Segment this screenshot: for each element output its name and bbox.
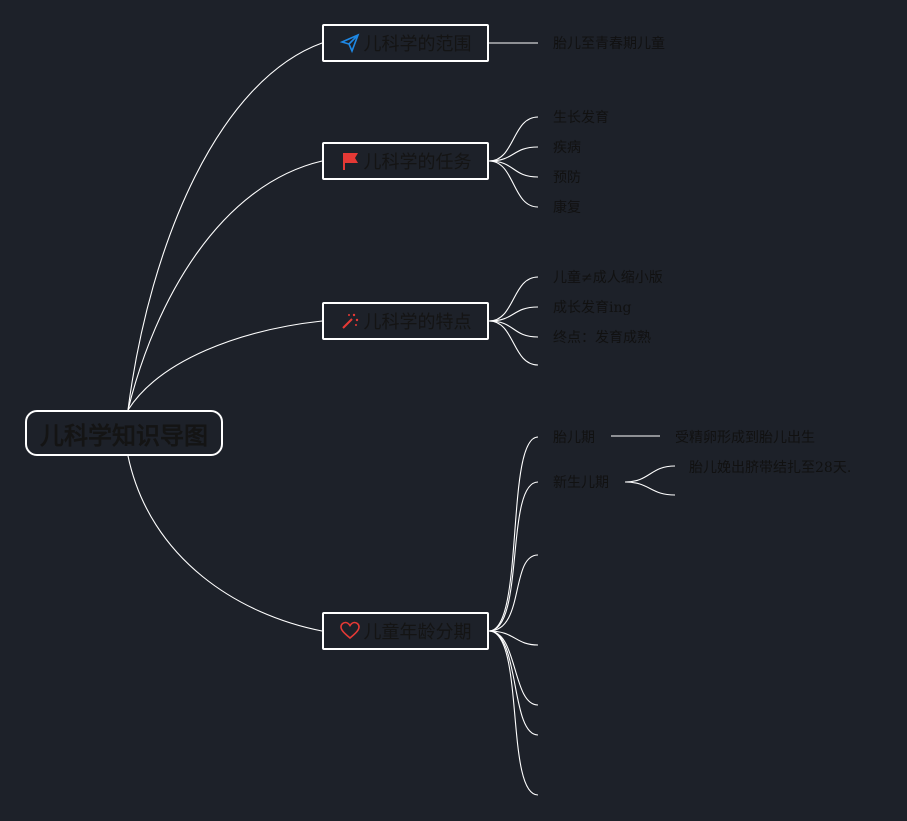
branch-node-age-periods[interactable]: 儿童年龄分期 — [322, 612, 489, 650]
branch-node-scope[interactable]: 儿科学的范围 — [322, 24, 489, 62]
leaf-node[interactable]: 预防 — [553, 170, 581, 186]
connector-newborn-sub1 — [624, 465, 676, 483]
leaf-node[interactable]: 疾病 — [553, 140, 581, 156]
branch-label: 儿科学的特点 — [363, 312, 472, 333]
connector-root-branch3 — [127, 320, 323, 411]
connector-b4-leaf6 — [488, 630, 539, 736]
leaf-node[interactable]: 受精卵形成到胎儿出生 — [675, 430, 815, 446]
leaf-node[interactable]: 生长发育 — [553, 110, 609, 126]
connector-b3-leaf3 — [488, 320, 539, 338]
connector-b3-leaf4 — [488, 320, 539, 366]
connector-b2-leaf1 — [488, 116, 539, 162]
branch-node-tasks[interactable]: 儿科学的任务 — [322, 142, 489, 180]
branch-label: 儿科学的任务 — [363, 152, 472, 173]
leaf-node[interactable]: 胎儿娩出脐带结扎至28天. — [689, 460, 852, 476]
connector-b4-leaf1 — [488, 436, 539, 632]
leaf-node-fetal-period[interactable]: 胎儿期 — [553, 430, 595, 446]
leaf-node[interactable]: 康复 — [553, 200, 581, 216]
leaf-node[interactable]: 胎儿至青春期儿童 — [553, 36, 665, 52]
connector-b2-leaf3 — [488, 160, 539, 178]
leaf-node[interactable]: 终点：发育成熟 — [553, 330, 651, 346]
connector-root-branch1 — [127, 42, 323, 411]
connector-newborn-sub2 — [624, 481, 676, 496]
connector-b4-leaf4 — [488, 630, 539, 646]
root-node[interactable]: 儿科学知识导图 — [25, 410, 223, 456]
leaf-node[interactable]: 儿童≠成人缩小版 — [553, 270, 663, 286]
branch-label: 儿童年龄分期 — [363, 622, 472, 643]
connector-root-branch4 — [127, 455, 323, 632]
connector-b3-leaf2 — [488, 306, 539, 322]
connector-b2-leaf2 — [488, 146, 539, 162]
leaf-node[interactable]: 成长发育ing — [553, 300, 632, 316]
paper-plane-icon — [339, 33, 360, 53]
heart-icon — [339, 621, 360, 641]
connector-b4-leaf3 — [488, 554, 539, 632]
connector-root-branch2 — [127, 160, 323, 411]
branch-node-features[interactable]: 儿科学的特点 — [322, 302, 489, 340]
connector-b4-leaf2 — [488, 481, 539, 632]
branch-label: 儿科学的范围 — [363, 34, 472, 55]
connector-b3-leaf1 — [488, 276, 539, 322]
connector-b2-leaf4 — [488, 160, 539, 208]
root-title: 儿科学知识导图 — [40, 421, 208, 450]
connector-b4-leaf7 — [488, 630, 539, 796]
flag-icon — [340, 151, 360, 171]
magic-wand-icon — [340, 311, 360, 331]
leaf-node-newborn-period[interactable]: 新生儿期 — [553, 475, 609, 491]
connector-b4-leaf5 — [488, 630, 539, 706]
